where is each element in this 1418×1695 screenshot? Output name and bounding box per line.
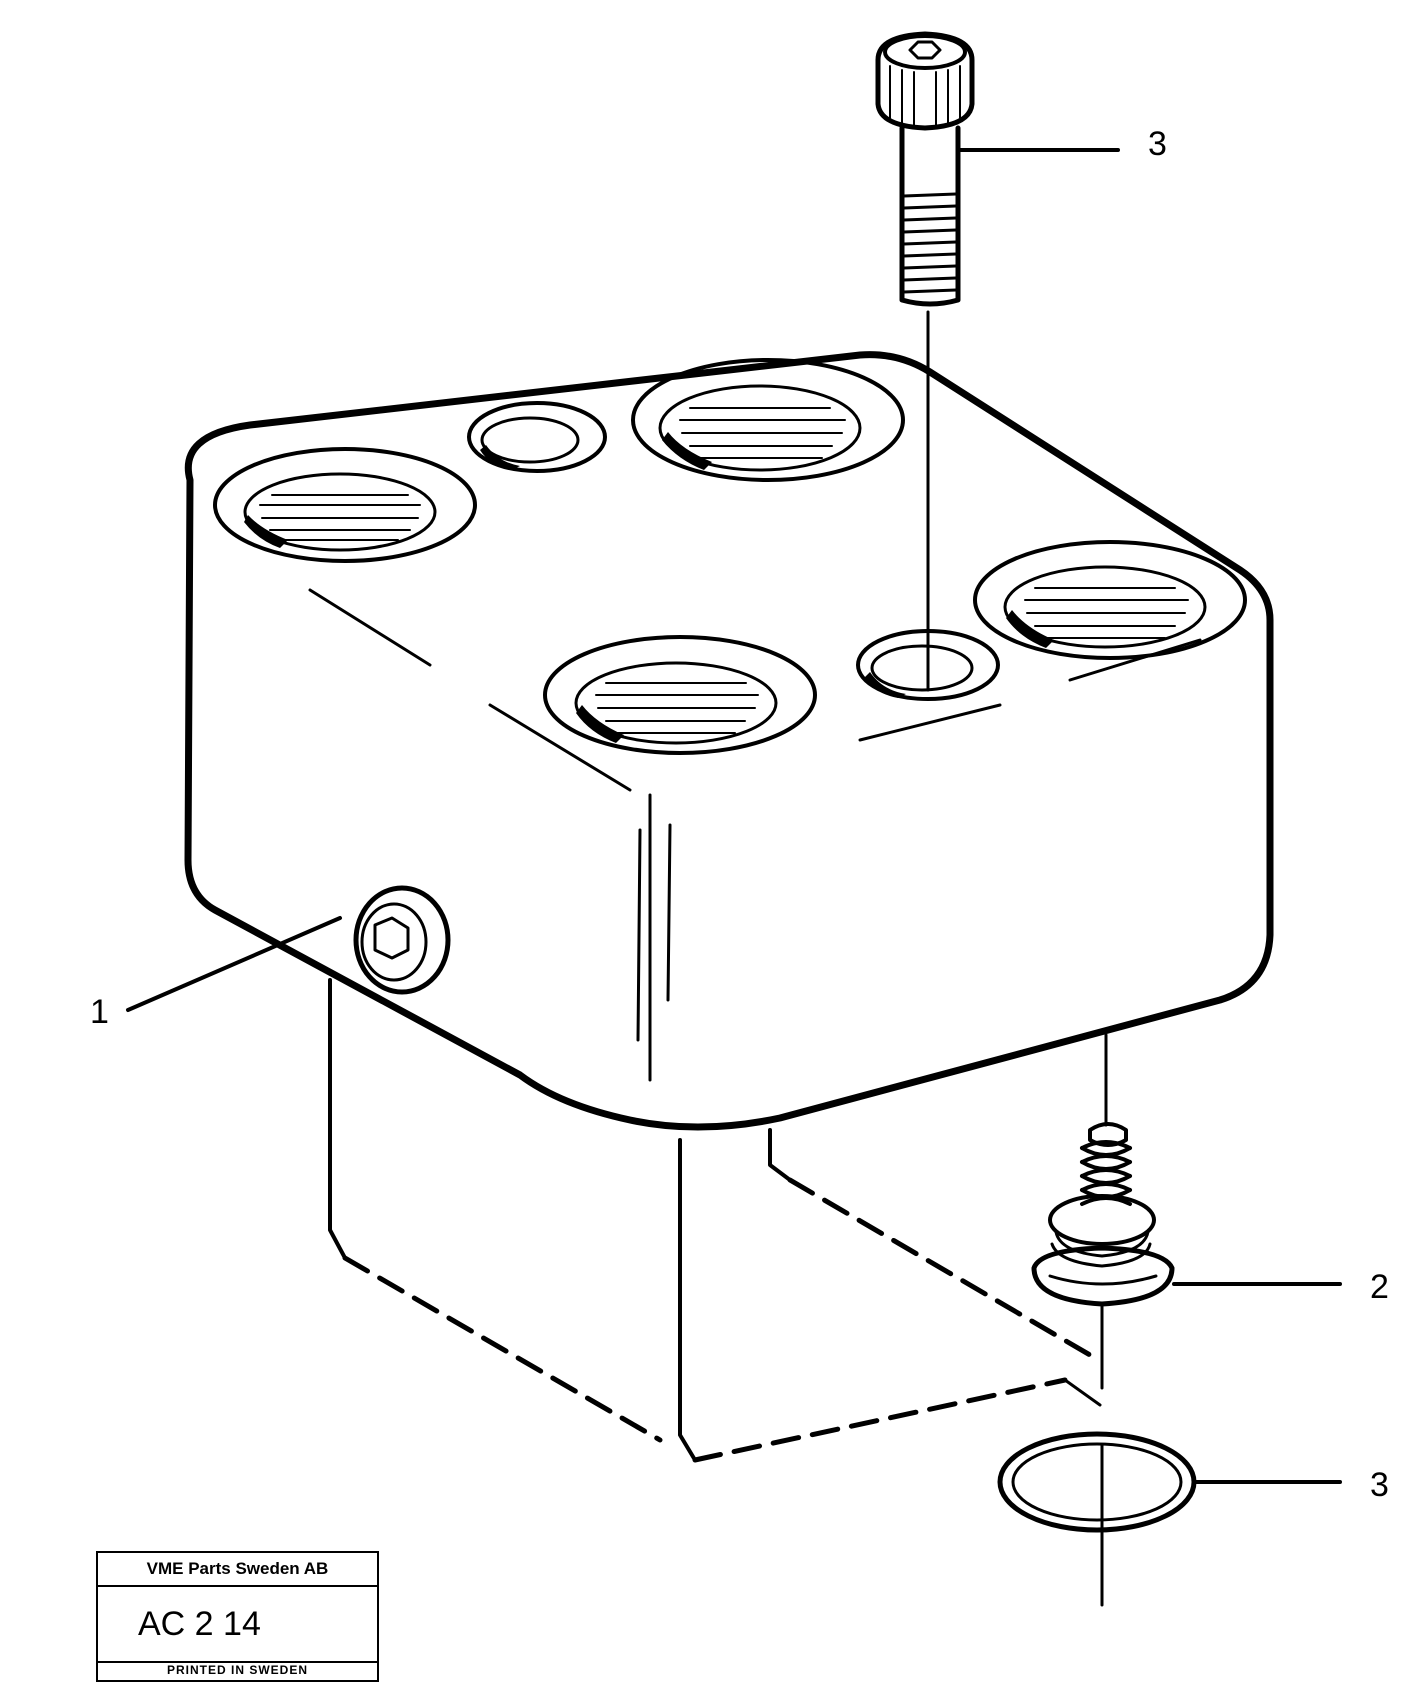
printed-note: PRINTED IN SWEDEN bbox=[166, 1663, 308, 1677]
leader-line-1 bbox=[126, 916, 342, 1012]
valve-block bbox=[184, 351, 1274, 1131]
company-name: VME Parts Sweden AB bbox=[98, 1553, 377, 1587]
check-valve-assembly bbox=[1031, 1033, 1175, 1390]
callout-part-1-plug: 1 bbox=[90, 993, 109, 1031]
callout-part-3-o-ring: 3 bbox=[1370, 1466, 1389, 1504]
callout-part-2-check-valve: 2 bbox=[1370, 1268, 1389, 1306]
callout-part-3-screw: 3 bbox=[1148, 125, 1167, 163]
lower-housing bbox=[328, 978, 1102, 1463]
o-ring bbox=[997, 1431, 1197, 1607]
socket-head-screw bbox=[875, 31, 975, 692]
title-block: VME Parts Sweden AB AC 2 14 PRINTED IN S… bbox=[96, 1551, 379, 1682]
drawing-code: AC 2 14 bbox=[98, 1587, 377, 1663]
